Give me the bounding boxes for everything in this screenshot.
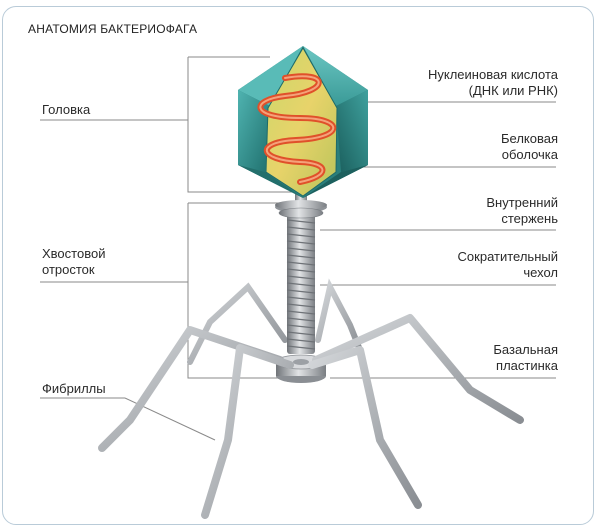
label-base-plate: Базальная пластинка: [493, 342, 558, 373]
diagram-title: АНАТОМИЯ БАКТЕРИОФАГА: [28, 22, 198, 36]
capsid-head: [238, 46, 368, 198]
tail-fibers-back: [187, 278, 363, 365]
label-contractile-sheath: Сократительный чехол: [457, 249, 558, 280]
tail-fibers-front: [98, 314, 524, 519]
label-tail: Хвостовой отросток: [42, 246, 106, 277]
label-head: Головка: [42, 102, 91, 117]
label-nucleic-acid: Нуклеиновая кислота (ДНК или РНК): [427, 67, 558, 98]
label-capsid: Белковая оболочка: [500, 131, 558, 162]
tail-collar: [275, 192, 327, 219]
label-fibers: Фибриллы: [42, 381, 106, 396]
contractile-sheath: [286, 214, 316, 354]
label-inner-core: Внутренний стержень: [486, 195, 558, 226]
